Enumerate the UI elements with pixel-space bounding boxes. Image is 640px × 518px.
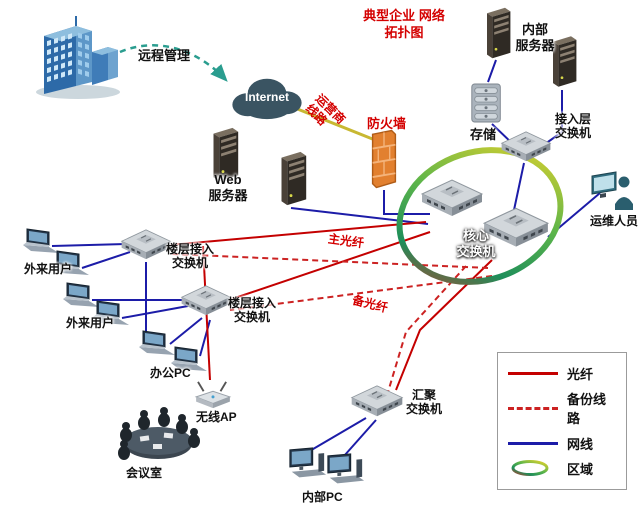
web-server-label-line2: 服务器 [208, 187, 248, 203]
internal-server-label-line2: 服务器 [515, 37, 555, 53]
switch-icon [420, 178, 484, 218]
guest-users-2-label: 外来用户 [66, 316, 115, 330]
legend-fiber-label: 光纤 [567, 367, 594, 383]
node-internal-server-1 [478, 6, 514, 65]
internal-pc-label: 内部PC [302, 490, 343, 504]
node-access-switch [500, 130, 552, 168]
internal-server-label-line1: 内部 [521, 22, 548, 37]
desktop-pc-icon [286, 446, 328, 486]
floor-switch-2-label-line2: 交换机 [233, 310, 270, 325]
core-switch-label-line1: 核心 [462, 228, 489, 243]
core-switch-label-line2: 交换机 [456, 243, 496, 259]
wireless-ap-label: 无线AP [196, 410, 237, 424]
remote-management-label: 远程管理 [138, 48, 191, 63]
server-icon [478, 6, 514, 60]
desktop-pc-icon [324, 452, 366, 492]
internet-cloud-icon [232, 78, 302, 120]
cable-line-sample [508, 441, 558, 445]
diagram-title: 典型企业 网络拓扑图 [358, 8, 450, 42]
meeting-room-icon [118, 407, 200, 460]
backup-lines [171, 253, 493, 393]
core-switch-label: 核心 交换机 [448, 228, 504, 259]
aggregation-switch-label-line2: 交换机 [405, 402, 442, 417]
diagram-title-line1: 典型企业 [363, 8, 416, 23]
ops-person-icon [591, 171, 633, 210]
node-firewall [365, 128, 403, 195]
access-switch-label: 接入层 交换机 [548, 112, 598, 141]
firewall-label: 防火墙 [367, 116, 407, 131]
cable-lines [51, 59, 601, 457]
floor-switch-1-label: 楼层接入 交换机 [162, 242, 218, 271]
aggregation-switch-label: 汇聚 交换机 [400, 388, 448, 417]
storage-icon [471, 83, 501, 123]
legend-zone-label: 区域 [567, 461, 594, 477]
web-server-label-line1: Web [214, 172, 242, 187]
node-core-switch-1 [420, 178, 484, 223]
storage-label: 存储 [470, 127, 497, 142]
floor-switch-1-label-line1: 楼层接入 [165, 242, 214, 256]
internal-server-label: 内部 服务器 [510, 22, 560, 53]
legend: 光纤 备份线路 网线 区域 [497, 352, 627, 490]
wireless-ap-icon [194, 381, 232, 409]
legend-cable-label: 网线 [567, 436, 594, 452]
guest-users-1-label: 外来用户 [24, 262, 73, 276]
node-web-server-2 [272, 150, 310, 212]
node-aggregation-switch [350, 384, 404, 423]
node-meeting-room [112, 402, 204, 471]
web-server-label: Web 服务器 [202, 172, 254, 203]
aggregation-switch-label-line1: 汇聚 [411, 388, 436, 402]
floor-switch-2-label: 楼层接入 交换机 [224, 296, 280, 325]
legend-item-zone: 区域 [508, 459, 616, 478]
internet-label: Internet [244, 90, 289, 104]
floor-switch-2-label-line1: 楼层接入 [227, 296, 276, 310]
backup-line-sample [508, 406, 558, 410]
firewall-icon [371, 129, 397, 189]
building-icon [36, 16, 120, 99]
node-internal-pc-a [286, 446, 328, 491]
server-icon [272, 150, 310, 207]
node-ops-staff [590, 166, 636, 219]
floor-switch-1-label-line2: 交换机 [171, 256, 208, 271]
access-switch-label-line2: 交换机 [554, 126, 591, 141]
switch-icon [350, 384, 404, 418]
diagram-title-line2: 网络拓扑图 [384, 8, 445, 40]
carrier-line [289, 104, 381, 144]
legend-item-fiber: 光纤 [508, 364, 616, 383]
fiber-line-sample [508, 372, 558, 376]
office-pc-label: 办公PC [150, 366, 191, 380]
access-switch-label-line1: 接入层 [554, 112, 591, 126]
node-building [28, 12, 128, 105]
switch-icon [500, 130, 552, 163]
core-zone-ring [396, 147, 564, 285]
meeting-room-label: 会议室 [126, 466, 163, 480]
legend-item-backup: 备份线路 [508, 389, 616, 427]
zone-ring-sample [511, 460, 549, 477]
node-wireless-ap [192, 380, 234, 415]
ops-staff-label: 运维人员 [590, 214, 639, 228]
remote-management-arrow [119, 44, 228, 82]
node-storage [468, 80, 506, 131]
legend-item-cable: 网线 [508, 434, 616, 453]
legend-backup-label: 备份线路 [567, 392, 607, 427]
node-internet: Internet [226, 72, 308, 127]
